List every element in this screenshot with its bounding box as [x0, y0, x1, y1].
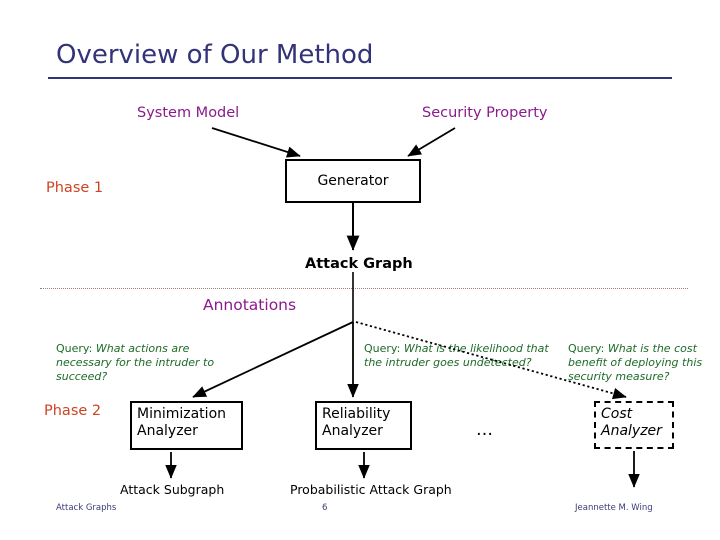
query-text-1: What actions are necessary for the intru…	[56, 342, 215, 384]
probabilistic-attack-graph-label: Probabilistic Attack Graph	[290, 482, 452, 497]
attack-subgraph-label: Attack Subgraph	[120, 482, 225, 497]
cost-analyzer-line2: Analyzer	[601, 422, 662, 439]
title-divider	[48, 77, 672, 79]
reliability-analyzer-line1: Reliability	[322, 406, 391, 422]
minimization-analyzer-line2: Analyzer	[137, 422, 198, 439]
phase-separator	[40, 288, 688, 289]
reliability-analyzer-line2: Analyzer	[322, 422, 383, 439]
footer-page-number: 6	[322, 503, 328, 513]
query-key-1: Query:	[56, 342, 93, 355]
query-block-reliability: Query: What is the likelihood that the i…	[364, 342, 550, 370]
arrow-security-property-to-generator	[407, 127, 456, 157]
page-title: Overview of Our Method	[56, 40, 374, 70]
footer-author: Jeannette M. Wing	[575, 503, 653, 513]
arrow-system-model-to-generator	[211, 127, 301, 158]
generator-box-label: Generator	[317, 172, 389, 189]
query-block-minimization: Query: What actions are necessary for th…	[56, 342, 231, 384]
query-key-2: Query:	[364, 342, 401, 355]
minimization-analyzer-line1: Minimization	[137, 406, 227, 422]
minimization-analyzer-box[interactable]: Minimization Analyzer	[130, 401, 243, 450]
reliability-analyzer-box[interactable]: Reliability Analyzer	[315, 401, 412, 450]
phase-2-label: Phase 2	[44, 403, 102, 419]
generator-box[interactable]: Generator	[285, 159, 421, 203]
phase-1-label: Phase 1	[46, 180, 104, 196]
cost-analyzer-line1: Cost	[601, 406, 633, 422]
query-block-cost: Query: What is the cost benefit of deplo…	[568, 342, 713, 384]
cost-analyzer-box[interactable]: Cost Analyzer	[594, 401, 674, 449]
footer-left-text: Attack Graphs	[56, 503, 117, 513]
attack-graph-label: Attack Graph	[305, 256, 413, 272]
input-label-security-property: Security Property	[422, 105, 548, 121]
more-analyzers-ellipsis: …	[476, 420, 494, 440]
input-label-system-model: System Model	[137, 105, 240, 121]
query-key-3: Query:	[568, 342, 605, 355]
annotations-label: Annotations	[203, 296, 297, 314]
